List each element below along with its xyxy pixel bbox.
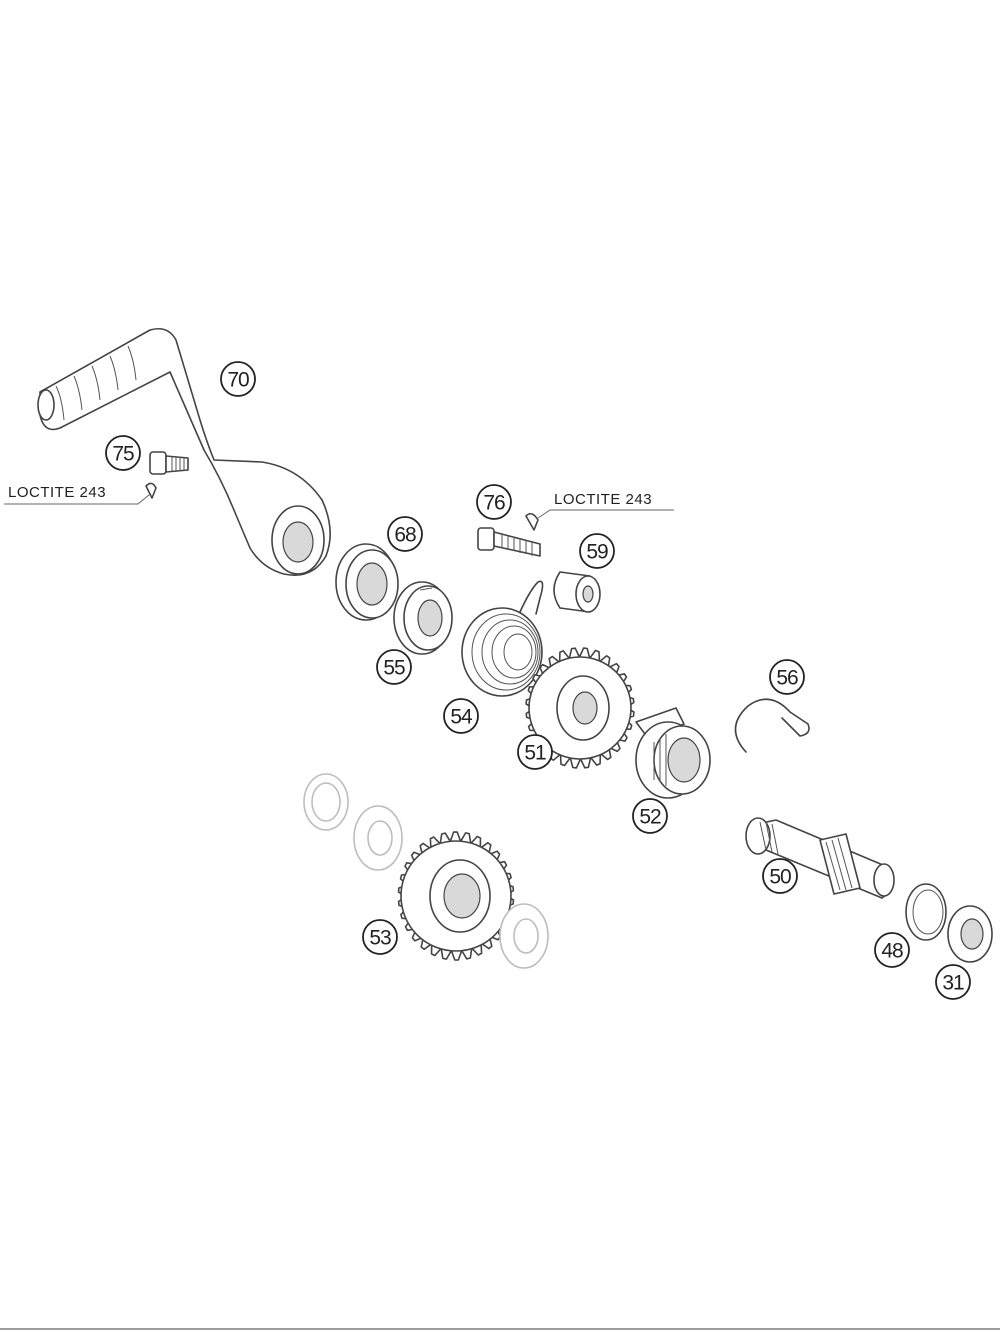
- callout-55: 55: [376, 649, 412, 685]
- callout-48-label: 48: [881, 940, 903, 963]
- callout-59-label: 59: [586, 541, 608, 564]
- callout-53: 53: [362, 919, 398, 955]
- loctite-note-left: LOCTITE 243: [4, 484, 151, 505]
- callout-56: 56: [769, 659, 805, 695]
- callout-70: 70: [220, 361, 256, 397]
- loctite-note-left-text: LOCTITE 243: [8, 484, 106, 501]
- loctite-note-right: LOCTITE 243: [537, 491, 674, 519]
- callout-75: 75: [105, 435, 141, 471]
- callout-50: 50: [762, 858, 798, 894]
- callout-68-label: 68: [394, 524, 416, 547]
- bolt-75-part: [145, 451, 189, 499]
- clip-56-part: [734, 698, 810, 753]
- callout-51: 51: [517, 734, 553, 770]
- bolt-76-part: [477, 512, 541, 557]
- callout-52-label: 52: [639, 806, 661, 829]
- ratchet-52-part: [635, 707, 711, 799]
- seal-ring-68-part: [335, 543, 399, 621]
- callout-54-label: 54: [450, 706, 473, 729]
- callout-31-label: 31: [942, 972, 964, 995]
- torsion-spring-54-part: [461, 580, 544, 697]
- callout-76: 76: [476, 484, 512, 520]
- circlip-48-part: [905, 883, 947, 941]
- callout-48: 48: [874, 932, 910, 968]
- callout-68: 68: [387, 516, 423, 552]
- callout-55-label: 55: [383, 657, 405, 680]
- callout-76-label: 76: [483, 492, 505, 515]
- callout-50-label: 50: [769, 866, 791, 889]
- kick-lever-part: [37, 327, 331, 576]
- washer-31-part: [947, 905, 993, 963]
- callout-59: 59: [579, 533, 615, 569]
- callout-52: 52: [632, 798, 668, 834]
- callout-70-label: 70: [227, 369, 249, 392]
- callout-54: 54: [443, 698, 479, 734]
- idler-gear-53-part: [303, 773, 549, 969]
- bushing-55-part: [393, 581, 453, 655]
- callout-51-label: 51: [524, 742, 546, 765]
- callout-75-label: 75: [112, 443, 134, 466]
- loctite-note-right-text: LOCTITE 243: [554, 491, 652, 508]
- callout-53-label: 53: [369, 927, 391, 950]
- sleeve-59-part: [553, 571, 601, 613]
- page-bottom-rule: [0, 1328, 1000, 1330]
- callout-56-label: 56: [776, 667, 798, 690]
- kick-shaft-50-part: [745, 817, 895, 899]
- callout-31: 31: [935, 964, 971, 1000]
- kick-gear-51-part: [525, 647, 635, 769]
